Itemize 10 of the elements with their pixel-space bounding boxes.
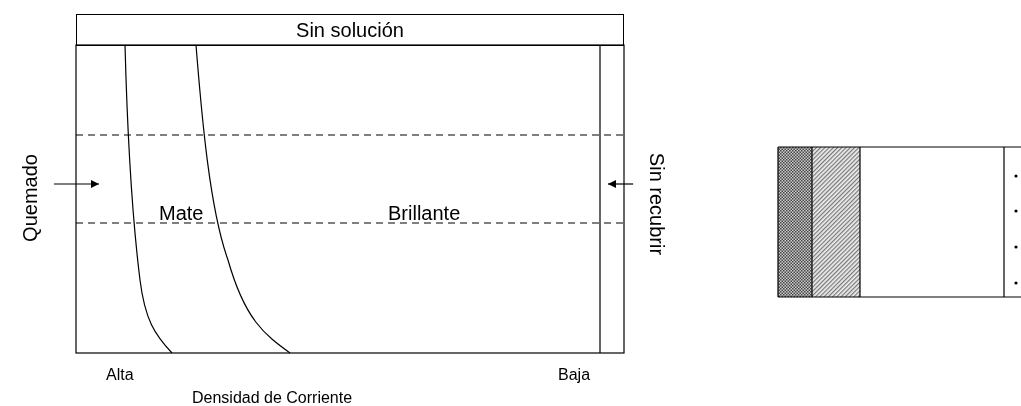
arrow	[607, 180, 634, 188]
arrow	[53, 180, 100, 188]
side-label: Quemado	[19, 154, 40, 242]
header-band: Sin solución	[76, 14, 624, 46]
side-label: Sin recubrir	[647, 152, 668, 256]
region-label: Mate	[159, 203, 204, 223]
axis-end-label: Alta	[106, 367, 134, 383]
axis-end-label: Baja	[558, 367, 591, 383]
axis-title: Densidad de Corriente	[192, 390, 353, 406]
region-label: Brillante	[388, 203, 461, 223]
